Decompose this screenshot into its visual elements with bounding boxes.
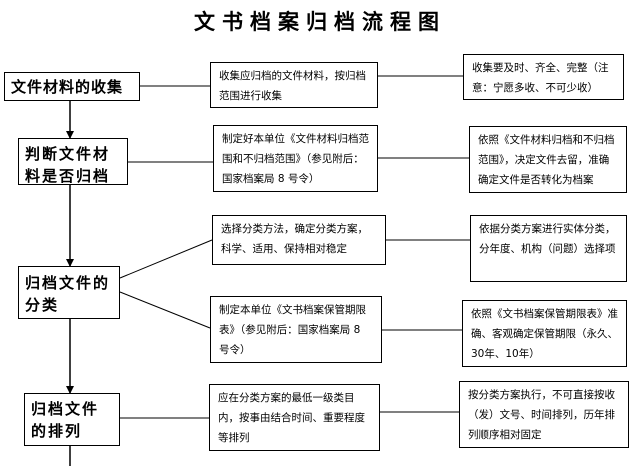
note-classify-method: 选择分类方法，确定分类方案，科学、适用、保持相对稳定 bbox=[212, 215, 386, 265]
step-judge: 判断文件材料是否归档 bbox=[18, 138, 128, 185]
note-classify-retention-table: 制定本单位《文书档案保管期限表》（参见附后：国家档案局 8 号令） bbox=[210, 296, 382, 363]
line-classify-note3 bbox=[119, 291, 211, 329]
note-collect-scope: 收集应归档的文件材料，按归档范围进行收集 bbox=[210, 62, 378, 108]
note-arrange-order: 应在分类方案的最低一级类目内，按事由结合时间、重要程度等排列 bbox=[209, 384, 380, 451]
note-judge-decision: 依照《文件材料归档和不归档范围》，决定文件去留，准确确定文件是否转化为档案 bbox=[469, 126, 627, 193]
step-collect: 文件材料的收集 bbox=[4, 72, 140, 101]
step-arrange: 归档文件的排列 bbox=[24, 393, 120, 446]
note-judge-scope: 制定好本单位《文件材料归档范围和不归档范围》（参见附后：国家档案局 8 号令） bbox=[213, 125, 378, 192]
note-collect-requirement: 收集要及时、齐全、完整（注意：宁愿多收、不可少收） bbox=[463, 54, 624, 100]
note-arrange-rule: 按分类方案执行，不可直接按收（发）文号、时间排列，历年排列顺序相对固定 bbox=[459, 381, 629, 448]
note-classify-entity: 依据分类方案进行实体分类，分年度、机构（问题）选择项 bbox=[470, 215, 627, 282]
step-classify: 归档文件的分类 bbox=[18, 266, 120, 319]
diagram-title: 文书档案归档流程图 bbox=[194, 9, 446, 34]
note-classify-retention-period: 依照《文书档案保管期限表》准确、客观确定保管期限（永久、30年、10年） bbox=[462, 300, 627, 367]
line-classify-note1 bbox=[119, 239, 213, 279]
